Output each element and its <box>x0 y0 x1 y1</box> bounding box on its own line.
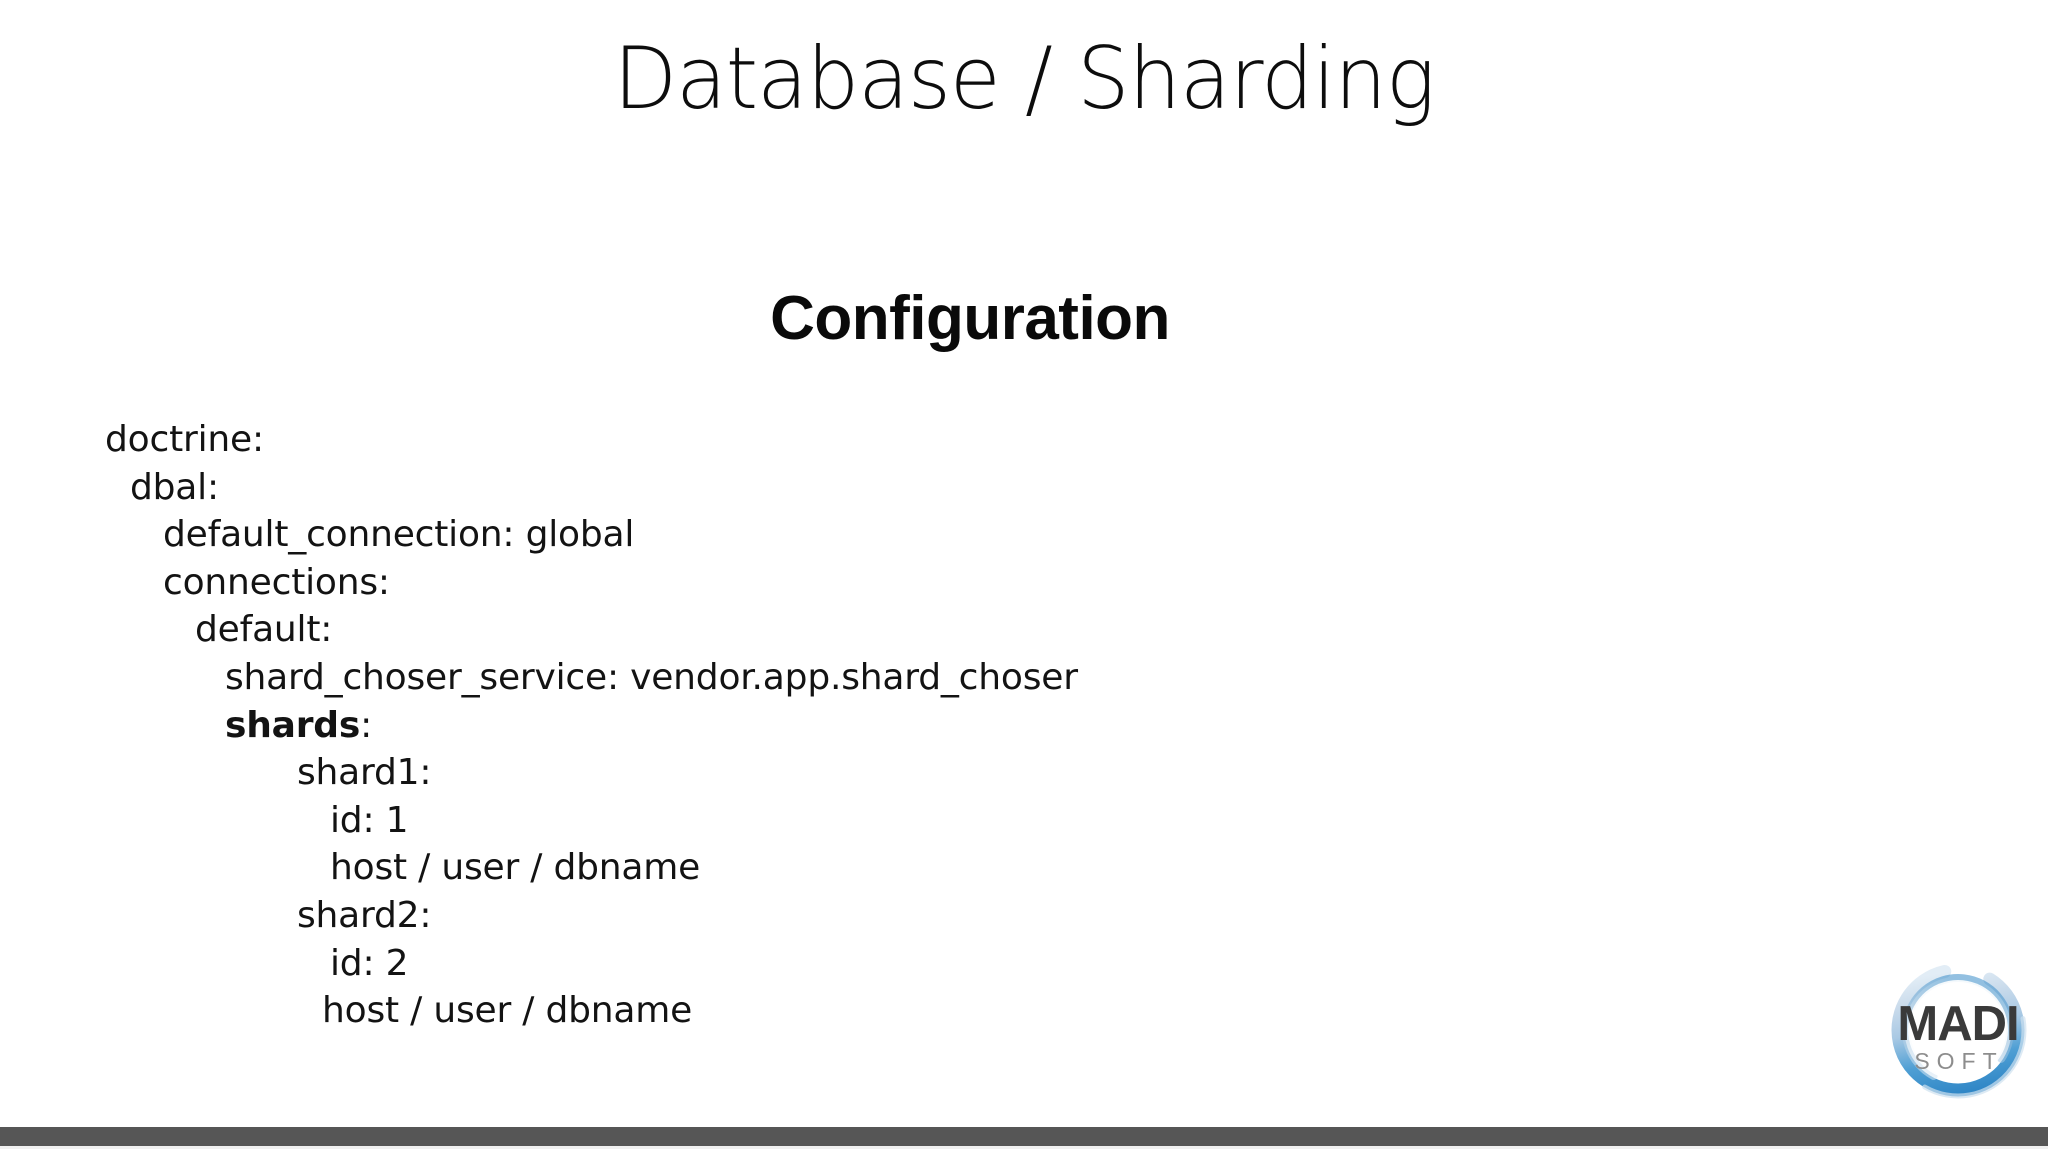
madi-soft-logo: MADI SOFT <box>1878 952 2038 1107</box>
logo-primary-text: MADI <box>1897 997 2018 1051</box>
bottom-bar-shadow <box>0 1146 2048 1149</box>
yaml-line: shard1: <box>297 752 432 794</box>
bottom-bar <box>0 1127 2048 1146</box>
yaml-line: doctrine: <box>105 419 264 460</box>
yaml-line: dbal: <box>130 466 219 508</box>
yaml-line: id: 1 <box>330 799 409 841</box>
yaml-line: host / user / dbname <box>322 990 693 1032</box>
yaml-line: id: 2 <box>330 942 409 984</box>
yaml-key-highlighted: shards <box>225 704 361 746</box>
logo-secondary-text: SOFT <box>1914 1048 2003 1074</box>
yaml-line: shard_choser_service: vendor.app.shard_c… <box>225 656 1078 698</box>
page-title: Database / Sharding <box>613 29 1435 129</box>
yaml-line: shards: <box>225 704 373 746</box>
yaml-line: shard2: <box>297 894 432 936</box>
yaml-line: connections: <box>163 561 390 603</box>
yaml-line: default: <box>195 609 333 651</box>
yaml-line: default_connection: global <box>163 514 635 556</box>
yaml-line: host / user / dbname <box>330 847 701 889</box>
yaml-code-block: doctrine: dbal: default_connection: global… <box>105 416 1405 1035</box>
section-heading: Configuration <box>770 284 1170 353</box>
